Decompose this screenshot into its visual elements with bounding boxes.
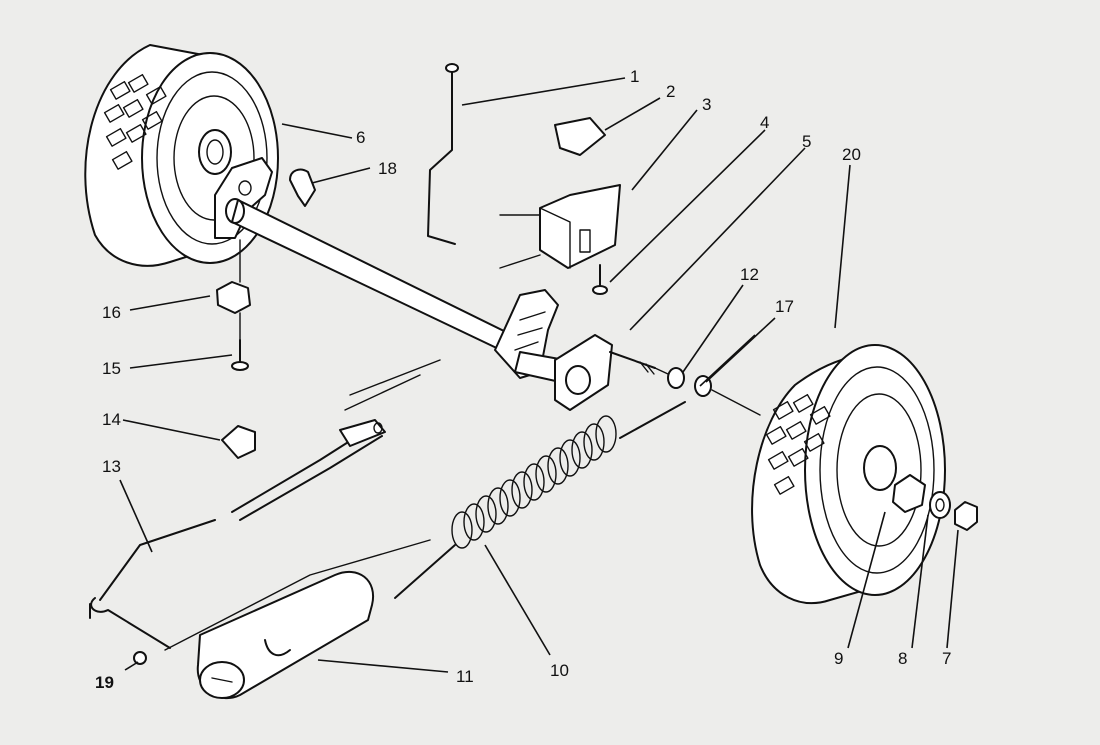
- height-adjust-bracket: [494, 289, 656, 411]
- callout-5: 5: [802, 132, 811, 151]
- callout-7: 7: [942, 649, 951, 668]
- callout-17: 17: [775, 297, 794, 316]
- callout-19: 19: [95, 673, 114, 692]
- callout-18: 18: [378, 159, 397, 178]
- callout-4: 4: [760, 113, 769, 132]
- callout-16: 16: [102, 303, 121, 322]
- callout-9: 9: [834, 649, 843, 668]
- callout-11: 11: [456, 667, 474, 686]
- callout-12: 12: [740, 265, 759, 284]
- callout-1: 1: [630, 67, 639, 86]
- callout-2: 2: [666, 82, 675, 101]
- leader-lines: [119, 77, 959, 673]
- callout-labels: 1 2 3 4 5 6 7 8 9 10 11 12 13 14 15 16 1…: [95, 67, 951, 692]
- axle-assembly: [214, 157, 513, 371]
- left-wheel: [84, 44, 279, 267]
- callout-10: 10: [550, 661, 569, 680]
- callout-6: 6: [356, 128, 365, 147]
- spring-and-rod-assembly: [89, 359, 686, 665]
- left-tread-pattern: [103, 73, 167, 170]
- callout-15: 15: [102, 359, 121, 378]
- right-tread-pattern: [765, 393, 831, 495]
- callout-3: 3: [702, 95, 711, 114]
- right-wheel: [654, 344, 978, 605]
- callout-14: 14: [102, 410, 121, 429]
- callout-8: 8: [898, 649, 907, 668]
- coil-spring: [451, 415, 617, 549]
- lever-bracket-assembly: [427, 63, 621, 295]
- handle-grip: [196, 570, 375, 700]
- callout-20: 20: [842, 145, 861, 164]
- callout-13: 13: [102, 457, 121, 476]
